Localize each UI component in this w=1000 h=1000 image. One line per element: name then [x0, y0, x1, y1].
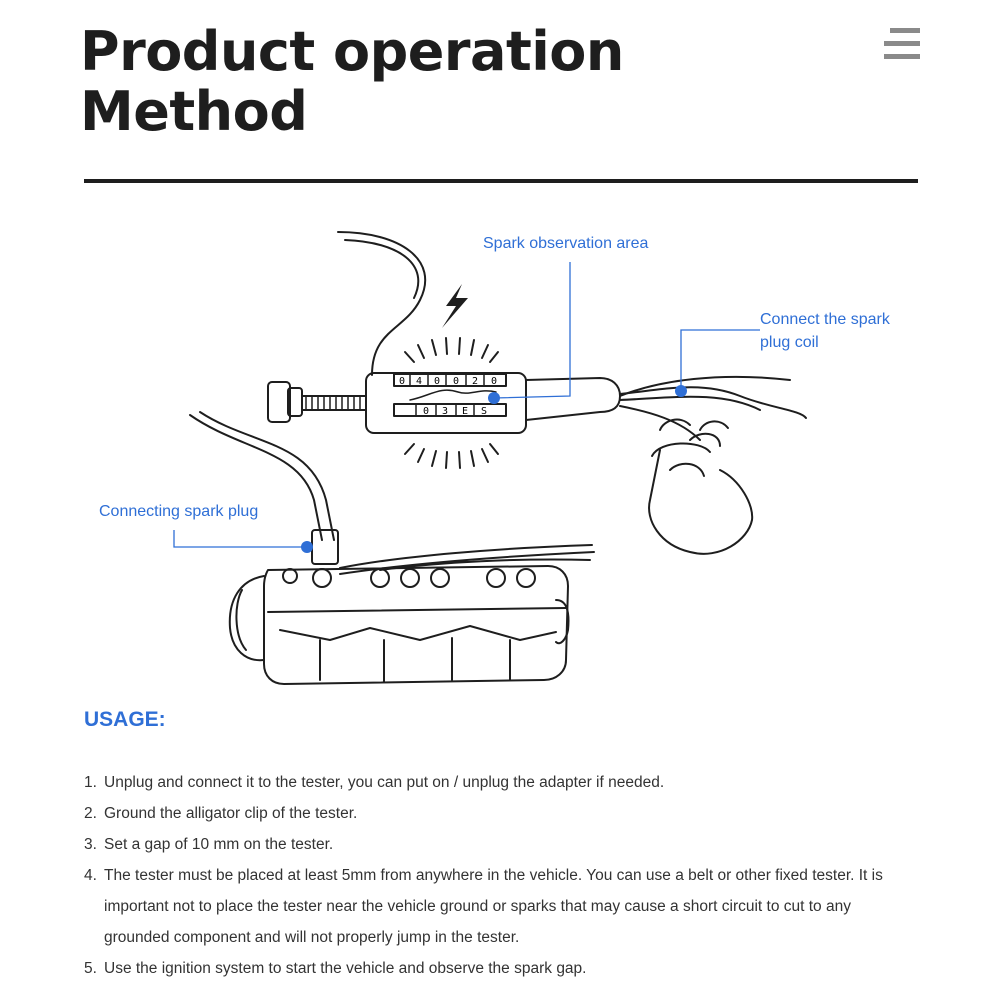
dial-top-digit: 0 — [399, 376, 405, 387]
usage-step: 2. Ground the alligator clip of the test… — [84, 798, 884, 829]
coil-boots — [648, 449, 754, 555]
step-text: Set a gap of 10 mm on the tester. — [104, 836, 334, 853]
hamburger-menu-icon[interactable] — [880, 28, 920, 64]
dial-top-digit: 0 — [453, 376, 459, 387]
dial-bottom-digit: E — [462, 406, 468, 417]
usage-step: 5. Use the ignition system to start the … — [84, 953, 884, 984]
dial-top-digit: 0 — [434, 376, 440, 387]
step-number: 3. — [84, 836, 97, 853]
usage-title: USAGE: — [84, 708, 166, 731]
connect-coil-label-line-1: Connect the spark — [760, 311, 890, 328]
coil-dot — [675, 385, 687, 397]
top-wire — [337, 231, 427, 376]
step-number: 5. — [84, 960, 97, 977]
adjust-knob — [267, 381, 291, 423]
usage-step: 4. The tester must be placed at least 5m… — [84, 860, 884, 953]
step-number: 4. — [84, 867, 97, 884]
step-text: Unplug and connect it to the tester, you… — [104, 774, 665, 791]
step-number: 2. — [84, 805, 97, 822]
connecting-spark-plug-label: Connecting spark plug — [99, 503, 259, 520]
page-title-line-2: Method — [80, 80, 308, 143]
step-number: 1. — [84, 774, 97, 791]
engine-block — [263, 565, 569, 685]
usage-step: 1. Unplug and connect it to the tester, … — [84, 767, 884, 798]
step-text: The tester must be placed at least 5mm f… — [104, 867, 883, 946]
step-text: Use the ignition system to start the veh… — [104, 960, 587, 977]
spark-plug-dot — [301, 541, 313, 553]
step-text: Ground the alligator clip of the tester. — [104, 805, 358, 822]
connect-coil-label: Connect the spark plug coil — [760, 308, 890, 354]
spark-plug-leader — [173, 530, 307, 548]
usage-steps-list: 1. Unplug and connect it to the tester, … — [84, 767, 884, 984]
spark-observation-leader — [493, 262, 571, 399]
usage-step: 3. Set a gap of 10 mm on the tester. — [84, 829, 884, 860]
title-divider — [84, 179, 918, 183]
page-title-line-1: Product operation — [80, 20, 624, 83]
spark-observation-label: Spark observation area — [483, 235, 649, 252]
page-title: Product operation Method — [80, 22, 624, 142]
coil-leader — [680, 329, 760, 390]
connect-coil-label-line-2: plug coil — [760, 334, 819, 351]
dial-top-digit: 2 — [472, 376, 478, 387]
spark-observation-dot — [488, 392, 500, 404]
dial-top-digit: 0 — [491, 376, 497, 387]
dial-bottom-digit: 3 — [442, 406, 448, 417]
dial-bottom-digit: S — [481, 406, 487, 417]
dial-top-digit: 4 — [416, 376, 422, 387]
spark-plug-lead — [189, 414, 323, 541]
lightning-bolt-icon — [442, 284, 468, 328]
dial-bottom-digit: 0 — [423, 406, 429, 417]
